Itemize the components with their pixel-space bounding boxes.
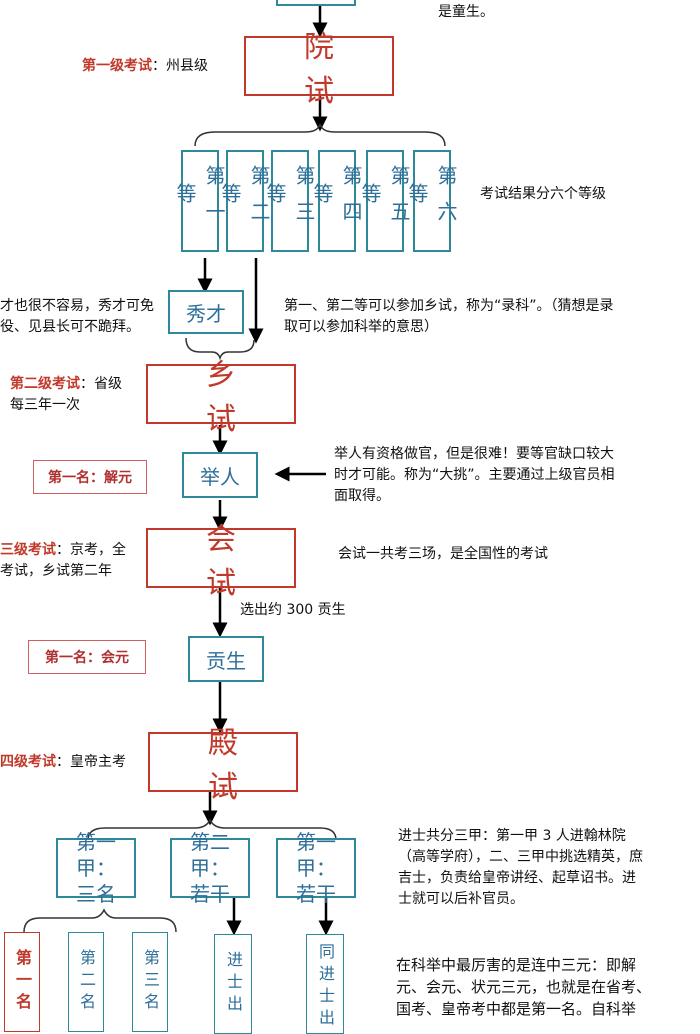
jia-2-box: 第二甲： 若干 [170,830,250,906]
level2-label: 第二级考试 [10,376,80,392]
jia-note: 进士共分三甲：第一甲 3 人进翰林院（高等学府），二、三甲中挑选精英，庶吉士，负… [398,828,643,907]
jinshi-box: 进士出 [214,934,252,1034]
top-note: 是童生。 [438,4,494,20]
level2-scope: ：省级 [80,376,122,392]
level3-caption: 三级考试：京考，全 考试，乡试第二年 [0,540,140,582]
grade-4: 第四等 [310,150,363,252]
dianshi-box: 殿 试 [148,726,298,805]
tongjinshi-box: 同进士出 [306,934,344,1034]
level1-caption: 第一级考试：州县级 [82,56,208,77]
gongsheng-box: 贡生 [188,636,264,682]
jia-2-line1: 第二甲： [190,830,230,880]
xiucai-note: 才也很不容易，秀才可免役、见县长可不跪拜。 [0,298,154,335]
level3-line2: 考试，乡试第二年 [0,563,112,579]
level1-label: 第一级考试 [82,58,152,74]
jia-1-line1: 第一甲： [76,830,116,880]
jia-3-box: 第一甲： 若干 [276,830,356,906]
top-second-box: 第二名 [68,932,104,1032]
grade-2: 第二等 [218,150,271,252]
top-first-box: 第一名 [4,932,40,1032]
level4-caption: 四级考试：皇帝主考 [0,752,126,773]
level1-scope: ：州县级 [152,58,208,74]
xiangshi-box: 乡 试 [146,358,296,437]
jia-2-line2: 若干 [190,882,230,906]
huishi-box: 会 试 [146,522,296,601]
jia-3-line1: 第一甲： [296,830,336,880]
grade-3: 第三等 [263,150,316,252]
tongsheng-box-partial [276,0,356,6]
jia-1-box: 第一甲： 三名 [56,830,136,906]
xiucai-box: 秀才 [168,290,244,334]
sanyuan-note: 在科举中最厉害的是连中三元：即解元、会元、状元三元，也就是在省考、国考、皇帝考中… [396,956,652,1018]
grade-1: 第一等 [173,150,226,252]
level2-freq: 每三年一次 [10,397,80,413]
gongsheng-select-note: 选出约 300 贡生 [240,602,346,618]
luke-note: 第一、第二等可以参加乡试，称为“录科”。（猜想是录取可以参加科举的意思） [284,298,614,335]
level3-scope: ：京考，全 [56,542,126,558]
top-third-box: 第三名 [132,932,168,1032]
huishi-note: 会试一共考三场，是全国性的考试 [338,546,548,562]
jia-1-line2: 三名 [76,882,116,906]
grade-5: 第五等 [358,150,411,252]
level3-label: 三级考试 [0,542,56,558]
rank-huiyuan: 第一名：会元 [28,640,146,674]
level2-caption: 第二级考试：省级 每三年一次 [10,374,150,416]
juren-note: 举人有资格做官，但是很难！要等官缺口较大时才可能。称为“大挑”。主要通过上级官员… [334,446,615,504]
rank-jieyuan: 第一名：解元 [33,460,147,494]
level4-label: 四级考试 [0,754,56,770]
juren-box: 举人 [182,452,258,498]
jia-3-line2: 若干 [296,882,336,906]
level4-scope: ：皇帝主考 [56,754,126,770]
grades-note: 考试结果分六个等级 [480,186,606,202]
grade-6: 第六等 [405,150,458,252]
yuanshi-box: 院 试 [244,30,394,109]
